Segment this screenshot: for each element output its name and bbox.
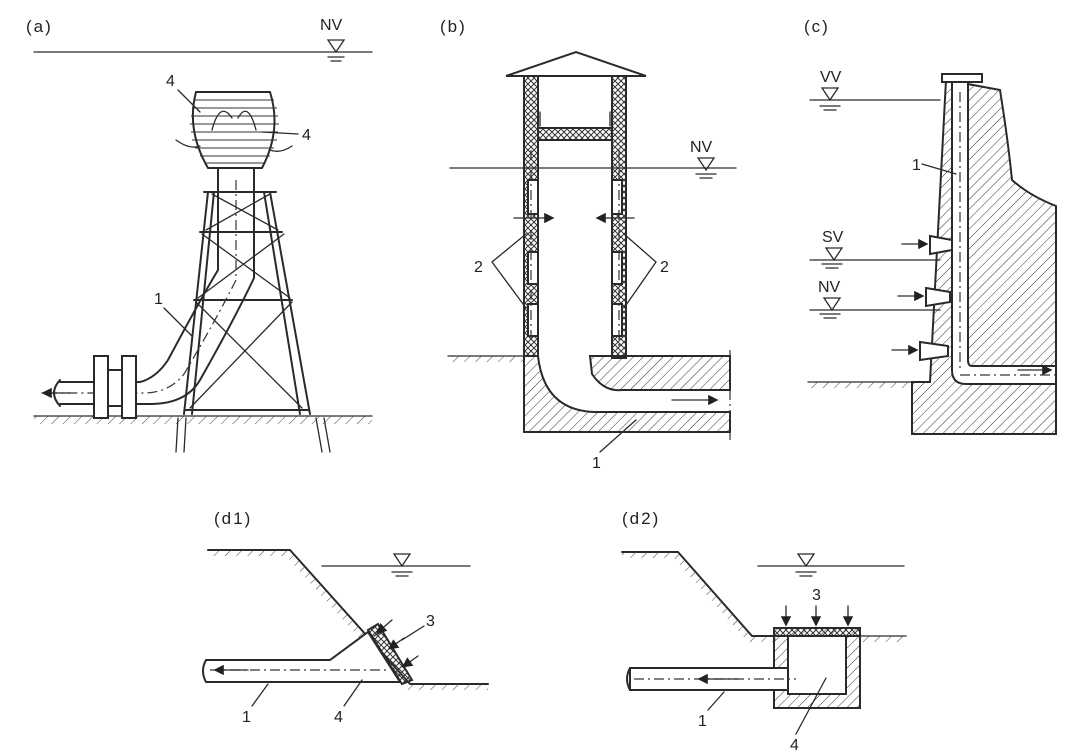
panel-a-strainer-head: [175, 91, 293, 169]
panel-c-dam-cap: [941, 73, 983, 83]
panel-d1-leader-1: [251, 683, 269, 707]
panel-a-leader-3: [177, 89, 201, 113]
panel-c-level-sv-symbol: [821, 247, 844, 269]
panel-d2-leader-4: [795, 677, 827, 735]
panel-a-water-level-label: NV: [320, 17, 343, 34]
panel-c-level-nv: NV: [818, 279, 841, 296]
panel-b-roof: [505, 50, 647, 77]
panel-d1-screen: [366, 622, 414, 686]
panel-c-level-nv-symbol: [819, 297, 842, 319]
panel-a-leader-4: [261, 131, 299, 135]
panel-d1-pipe-and-intake: [206, 630, 402, 683]
panel-c-level-vv: VV: [820, 69, 842, 86]
panel-c: (c) VV SV NV: [804, 17, 1057, 435]
panel-a-ground-hatch: [34, 416, 372, 424]
panel-c-leader-1: [921, 163, 957, 175]
panel-c-callout-1: 1: [912, 157, 921, 174]
panel-a-leader-1: [163, 307, 193, 337]
panel-c-intake-valves: [919, 234, 953, 362]
panel-b-leader-2-right: [623, 233, 657, 309]
panel-d1-water-level-symbol: [391, 553, 413, 577]
panel-b: (b) NV 2 2: [440, 17, 737, 472]
panel-b-foundation-upper: [588, 355, 731, 392]
panel-d1-leader-4: [343, 679, 363, 707]
panel-a-callout-1: 1: [154, 291, 163, 308]
panel-d1-callout-3: 3: [426, 613, 435, 630]
panel-d1-callout-1: 1: [242, 709, 251, 726]
panel-a-water-level-symbol: [326, 39, 346, 62]
panel-b-leader-2-left: [491, 233, 527, 309]
panel-a-tower-frame: [175, 191, 331, 453]
panel-d2-label: (d2): [622, 509, 660, 528]
panel-a-callout-3: 4: [166, 73, 175, 90]
panel-c-label: (c): [804, 17, 830, 36]
panel-d1-callout-4: 4: [334, 709, 343, 726]
panel-d2-leader-1: [707, 691, 725, 711]
panel-c-level-sv: SV: [822, 229, 844, 246]
panel-b-callout-2-left: 2: [474, 259, 483, 276]
panel-b-gates: [527, 150, 623, 350]
panel-b-leader-1: [599, 419, 637, 453]
panel-d1-leader-3: [401, 625, 425, 641]
panel-d2-callout-3: 3: [812, 587, 821, 604]
panel-d1: (d1) 3 1 4: [202, 509, 489, 726]
panel-b-callout-2-right: 2: [660, 259, 669, 276]
panel-d1-label: (d1): [214, 509, 252, 528]
panel-b-water-level-label: NV: [690, 139, 713, 156]
panel-d2-chamber-interior: [787, 635, 847, 695]
panel-d2-callout-4: 4: [790, 737, 799, 754]
panel-a-callout-4: 4: [302, 127, 311, 144]
panel-d2-screen: [773, 627, 861, 637]
panel-d2-bank-left: [621, 551, 777, 637]
panel-a-suction-pipe: [40, 180, 255, 419]
panel-c-shaft-pipe: [951, 81, 1057, 385]
panel-d2-callout-1: 1: [698, 713, 707, 730]
panel-b-label: (b): [440, 17, 467, 36]
panel-d2-water-level-symbol: [795, 553, 817, 577]
panel-d2: (d2) 3 1 4: [621, 509, 907, 754]
panel-b-floor-slab: [537, 127, 613, 141]
panel-a: (a) NV: [26, 17, 373, 453]
panel-c-level-vv-symbol: [819, 87, 841, 111]
panel-b-water-level-symbol: [695, 157, 717, 179]
panel-b-callout-1: 1: [592, 455, 601, 472]
panel-a-label: (a): [26, 17, 53, 36]
